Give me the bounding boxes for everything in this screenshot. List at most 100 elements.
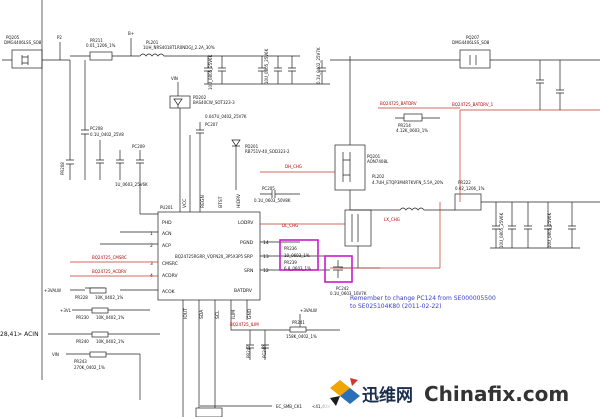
pl201-inductor: PL201 1UH_NRS4018T1R0NDGJ_2.2A_30% xyxy=(139,40,300,57)
lx-net: LX_CHG xyxy=(384,217,400,222)
pr230-value: 10K_0402_1% xyxy=(96,315,124,320)
watermark-en: Chinafix.com xyxy=(424,382,569,406)
pr239-ref: PR239 xyxy=(284,260,297,265)
ic-pin-scl: SCL xyxy=(215,310,221,319)
pd202-value: BAS40CW_SOT323-3 xyxy=(193,100,235,105)
svg-text:PR208: PR208 xyxy=(60,162,65,175)
acin-input: 28,41> ACIN PR240 10K_0402_1% xyxy=(0,331,160,344)
ic-pin-vcc: VCC xyxy=(182,199,188,208)
highlight-box-capacitor xyxy=(324,255,353,283)
pq201-value: AON7408L xyxy=(367,159,389,164)
ic-pin-num-12: 12 xyxy=(263,268,269,274)
chinafix-logo-icon xyxy=(330,378,360,406)
ic-pin-srn: SRN xyxy=(244,268,253,274)
pr240-value: 10K_0402_1% xyxy=(96,339,124,344)
acok-input: +3VALW PR228 10K_0402_1% xyxy=(44,287,158,300)
acdrv-net: BQ24725_ACDRV xyxy=(92,269,127,274)
pq207-ref: PQ207 xyxy=(466,35,480,40)
pd202-diode: PD202 BAS40CW_SOT323-3 xyxy=(169,95,235,212)
pr214-resistor: PR214 4.12K_0603_1% xyxy=(395,113,440,133)
pq205-ref: PQ205 xyxy=(6,35,20,40)
pc209-ref: PC209 xyxy=(132,144,145,149)
pc207-ref: PC207 xyxy=(205,122,218,127)
change-note-line2: to SE025104K80 (2011-02-22) xyxy=(350,303,441,310)
pq205-value: DMG4406LSS_SO8 xyxy=(4,40,42,45)
vin-net-top: VIN xyxy=(171,76,178,81)
ec-smb-net: EC_SMB_CK1 xyxy=(276,404,302,409)
pq201-mosfet: PQ201 AON7408L xyxy=(334,56,389,210)
ic-pin-ilim: ILIM xyxy=(231,310,237,319)
pl201-ref: PL201 xyxy=(146,40,159,45)
pc206-pc207: 0.047U_0402_25V7K PC207 xyxy=(189,114,247,212)
pr211-ref: PR211 xyxy=(90,38,103,43)
pd201-diode: PD201 RB751V-40_SOD323-2 xyxy=(231,139,290,190)
ic-pin-btst: BTST xyxy=(218,196,224,208)
pr243-ref: PR243 xyxy=(74,359,87,364)
svg-text:PC208: PC208 xyxy=(90,126,103,131)
acdet-input: +3VL PR230 10K_0402_1% xyxy=(60,307,150,320)
dl-net: DL_CHG xyxy=(282,223,298,228)
pr236-pr239-group: PR236 10_0603_1% PR239 6.8_0603_1% xyxy=(279,239,319,271)
bottom-passives: PR242 PC248 xyxy=(246,330,269,360)
ic-pin-pgnd: PGND xyxy=(240,240,254,246)
pq207-value: DMG4406LSS_SO8 xyxy=(452,40,490,45)
pl202-inductor: PL202 4.7UH_ETQP3M4R7KVFN_5.5A_20% xyxy=(350,174,455,211)
svg-text:PC248: PC248 xyxy=(262,345,267,358)
3vl-net: +3VL xyxy=(60,308,72,313)
ic-pin-iout: IOUT xyxy=(183,308,189,319)
pr241-value: 158K_0402_1% xyxy=(286,334,317,339)
pr228-value: 10K_0402_1% xyxy=(95,295,123,300)
lowside-mosfet xyxy=(340,209,380,269)
valw-net-right: +3VALW xyxy=(300,308,317,313)
pr222-value: 0.02_1206_1% xyxy=(455,186,485,191)
ic-pin-num-3: 3 xyxy=(150,261,153,267)
svg-text:0.1U_0402_25V7K: 0.1U_0402_25V7K xyxy=(316,47,321,84)
ic-pin-gnd: GND xyxy=(247,308,253,319)
chinafix-watermark: 迅维网 Chinafix.com xyxy=(322,374,600,417)
ic-pin-regn: REGN xyxy=(200,195,206,208)
pl202-value: 4.7UH_ETQP3M4R7KVFN_5.5A_20% xyxy=(372,180,444,185)
pc242-value: 0.1U_0603_16V7K xyxy=(330,291,367,296)
pc209-capacitor: PC209 1U_0603_25V6K xyxy=(96,140,148,214)
left-passive-column: PR208 0.1U_0402_25V8 PC208 xyxy=(60,60,124,180)
ic-pin-hidrv: HIDRV xyxy=(236,193,242,208)
pl201-value: 1UH_NRS4018T1R0NDGJ_2.2A_30% xyxy=(143,45,215,50)
vin-net-bottom: VIN xyxy=(52,352,59,357)
svg-text:10U_0805_25V6K: 10U_0805_25V6K xyxy=(264,48,269,84)
pr230-ref: PR230 xyxy=(76,315,89,320)
ic-pin-srp: SRP xyxy=(244,254,253,260)
pr214-value: 4.12K_0603_1% xyxy=(396,128,428,133)
ic-pin-num-14: 14 xyxy=(263,240,269,246)
ic-pin-num-2: 2 xyxy=(150,243,153,249)
ic-part-number: BQ24725RGRR_VQFN20_3P5X3P5 xyxy=(175,254,244,259)
highlight-box-resistors xyxy=(279,239,319,271)
pr222-ref: PR222 xyxy=(458,180,471,185)
acin-net: 28,41> ACIN xyxy=(0,331,39,338)
pq201-ref: PQ201 xyxy=(367,154,381,159)
pq205-mosfet: PQ205 DMG4406LSS_SO8 xyxy=(2,35,70,69)
pc205-value: 0.1U_0603_50V8K xyxy=(254,198,291,203)
change-note-line1: Remember to change PC124 from SE00000550… xyxy=(350,295,496,302)
ic-pin-acok: ACOK xyxy=(162,289,176,295)
vin-divider: VIN PR243 270K_0402_1% xyxy=(52,351,141,400)
pd202-ref: PD202 xyxy=(193,95,207,100)
pd201-ref: PD201 xyxy=(245,144,259,149)
pr240-ref: PR240 xyxy=(76,339,89,344)
pc206-value: 0.047U_0402_25V7K xyxy=(205,114,247,119)
svg-text:10U_0805_25V6K: 10U_0805_25V6K xyxy=(208,54,213,90)
svg-text:10U_0805_25V6K: 10U_0805_25V6K xyxy=(547,212,552,248)
pr211-value: 0.01_1206_1% xyxy=(86,43,116,48)
pd201-value: RB751V-40_SOD323-2 xyxy=(245,149,290,154)
svg-text:10U_0805_25V6K: 10U_0805_25V6K xyxy=(499,212,504,248)
batdrv-net-left: BQ24725_BATDRV xyxy=(380,101,417,106)
valw-net-left: +3VALW xyxy=(44,288,61,293)
ic-ref: PU201 xyxy=(160,205,173,210)
pc205-ref: PC205 xyxy=(262,186,275,191)
ic-pin-phd: PHD xyxy=(162,220,172,226)
pr236-ref: PR236 xyxy=(284,246,297,251)
pr211-resistor: PR211 0.01_1206_1% xyxy=(70,38,140,61)
pr222-resistor: PR222 0.02_1206_1% xyxy=(454,180,600,211)
dh-net: DH_CHG xyxy=(285,164,302,169)
pr241-resistor: +3VALW PR241 158K_0402_1% xyxy=(230,308,340,339)
